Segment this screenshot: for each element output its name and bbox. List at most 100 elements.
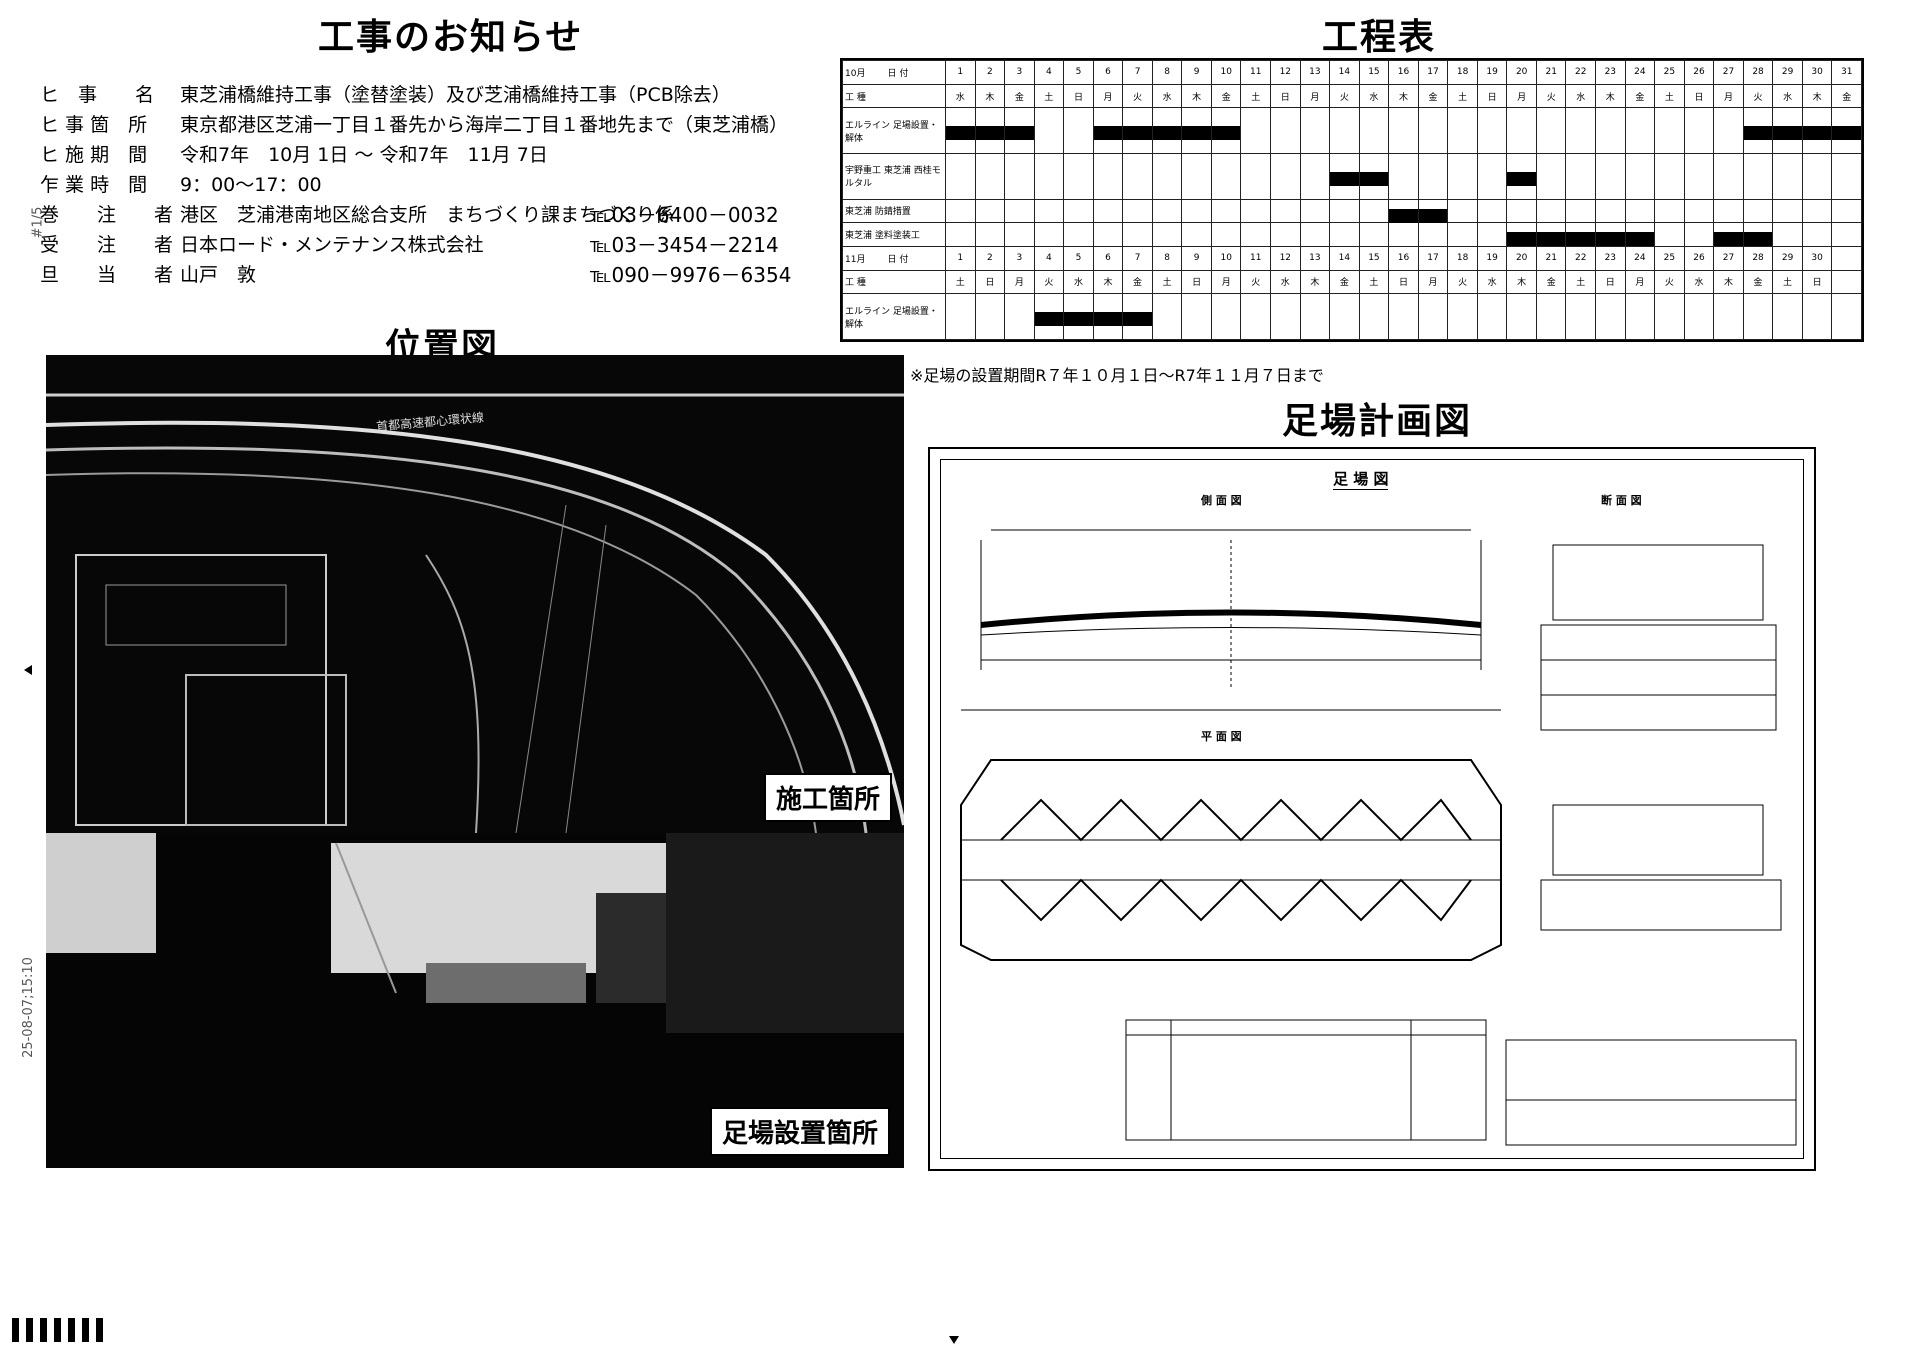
weekday-cell: 日 <box>974 269 1006 295</box>
day-cell: 28 <box>1742 60 1774 85</box>
task-day-cell <box>1417 198 1449 224</box>
weekday-cell: 月 <box>1299 83 1331 109</box>
task-day-cell <box>1210 222 1242 247</box>
day-cell: 5 <box>1063 60 1094 85</box>
task-day-cell <box>1181 152 1212 200</box>
task-day-cell <box>1151 107 1183 154</box>
day-cell: 4 <box>1033 245 1065 271</box>
weekday-cell: 土 <box>1151 269 1183 295</box>
task-day-cell <box>1210 107 1242 154</box>
task-day-cell <box>1270 107 1301 154</box>
schedule-bar <box>1034 312 1064 327</box>
task-day-cell <box>1240 198 1272 224</box>
day-cell: 30 <box>1801 245 1833 271</box>
weekday-cell: 日 <box>1683 83 1715 109</box>
notice-row: ヒ 事 名東芝浦橋維持工事（塗替塗装）及び芝浦橋維持工事（PCB除去） <box>40 80 800 110</box>
weekday-cell <box>1831 269 1862 295</box>
site-label: 施工箇所 <box>764 773 893 822</box>
day-cell: 1 <box>945 245 976 271</box>
weekday-cell: 日 <box>1388 269 1419 295</box>
task-day-cell <box>1447 222 1478 247</box>
task-day-cell <box>1535 293 1567 340</box>
day-cell: 26 <box>1683 60 1715 85</box>
task-day-cell <box>1565 198 1597 224</box>
weekday-cell: 木 <box>1092 269 1124 295</box>
task-day-cell <box>1772 293 1803 340</box>
weekday-cell: 金 <box>1535 269 1567 295</box>
task-day-cell <box>1713 107 1744 154</box>
schedule-bar <box>1714 232 1743 247</box>
task-day-cell <box>1683 222 1715 247</box>
task-day-cell <box>1742 222 1774 247</box>
task-day-cell <box>945 222 976 247</box>
day-cell: 21 <box>1535 60 1567 85</box>
task-day-cell <box>1122 198 1153 224</box>
schedule-bar <box>1211 126 1241 141</box>
weekday-cell: 水 <box>1565 83 1597 109</box>
task-day-cell <box>1535 222 1567 247</box>
day-cell: 6 <box>1092 245 1124 271</box>
day-cell: 9 <box>1181 245 1212 271</box>
task-day-cell <box>1270 293 1301 340</box>
day-cell: 11 <box>1240 60 1272 85</box>
task-day-cell <box>1417 152 1449 200</box>
bottom-triangle-icon <box>949 1336 959 1344</box>
day-cell: 15 <box>1358 245 1390 271</box>
schedule-bar <box>946 126 975 141</box>
task-day-cell <box>1004 107 1035 154</box>
task-day-cell <box>1683 152 1715 200</box>
schedule-bar <box>1359 171 1389 186</box>
day-cell: 12 <box>1270 245 1301 271</box>
task-day-cell <box>1654 107 1685 154</box>
task-day-cell <box>1240 222 1272 247</box>
schedule-title: 工程表 <box>1322 17 1437 58</box>
task-day-cell <box>1210 198 1242 224</box>
task-day-cell <box>1831 107 1862 154</box>
task-day-cell <box>1299 152 1331 200</box>
task-day-cell <box>1122 293 1153 340</box>
task-day-cell <box>1772 152 1803 200</box>
schedule-bar <box>1507 171 1536 186</box>
task-day-cell <box>1329 198 1360 224</box>
task-day-cell <box>1240 293 1272 340</box>
month-header: 10月日 付 <box>842 60 946 85</box>
weekday-cell: 土 <box>1447 83 1478 109</box>
task-day-cell <box>1270 198 1301 224</box>
day-cell: 27 <box>1713 245 1744 271</box>
task-day-cell <box>1240 152 1272 200</box>
notice-row: ヒ 施 期 間令和7年 10月 1日 ～ 令和7年 11月 7日 <box>40 140 800 170</box>
day-cell: 20 <box>1506 245 1537 271</box>
registration-mark <box>12 1318 110 1342</box>
task-day-cell <box>945 152 976 200</box>
task-day-cell <box>1033 198 1065 224</box>
day-cell: 25 <box>1654 245 1685 271</box>
task-day-cell <box>974 107 1006 154</box>
scaffold-plan-drawing: 足 場 図 側 面 図 断 面 図 平 面 図 <box>928 447 1816 1171</box>
task-day-cell <box>1388 152 1419 200</box>
weekday-cell: 金 <box>1831 83 1862 109</box>
day-cell: 13 <box>1299 60 1331 85</box>
day-cell: 17 <box>1417 245 1449 271</box>
day-cell: 21 <box>1535 245 1567 271</box>
task-day-cell <box>1092 293 1124 340</box>
weekday-cell: 土 <box>1654 83 1685 109</box>
task-day-cell <box>1447 198 1478 224</box>
month-label: 11月 <box>845 254 866 265</box>
task-day-cell <box>1270 222 1301 247</box>
task-day-cell <box>1772 198 1803 224</box>
notice-info: ヒ 事 名東芝浦橋維持工事（塗替塗装）及び芝浦橋維持工事（PCB除去）ヒ 事 箇… <box>40 80 800 290</box>
notice-label: ヒ 事 名 <box>40 84 155 106</box>
day-cell: 7 <box>1122 60 1153 85</box>
task-day-cell <box>1595 198 1626 224</box>
task-day-cell <box>1358 198 1390 224</box>
task-day-cell <box>945 107 976 154</box>
task-day-cell <box>1535 198 1567 224</box>
weekday-cell: 月 <box>1713 83 1744 109</box>
task-day-cell <box>974 293 1006 340</box>
scaffold-location-label: 足場設置箇所 <box>710 1107 891 1156</box>
task-day-cell <box>1801 293 1833 340</box>
task-day-cell <box>1329 222 1360 247</box>
weekday-cell: 土 <box>1358 269 1390 295</box>
weekday-cell: 月 <box>1004 269 1035 295</box>
